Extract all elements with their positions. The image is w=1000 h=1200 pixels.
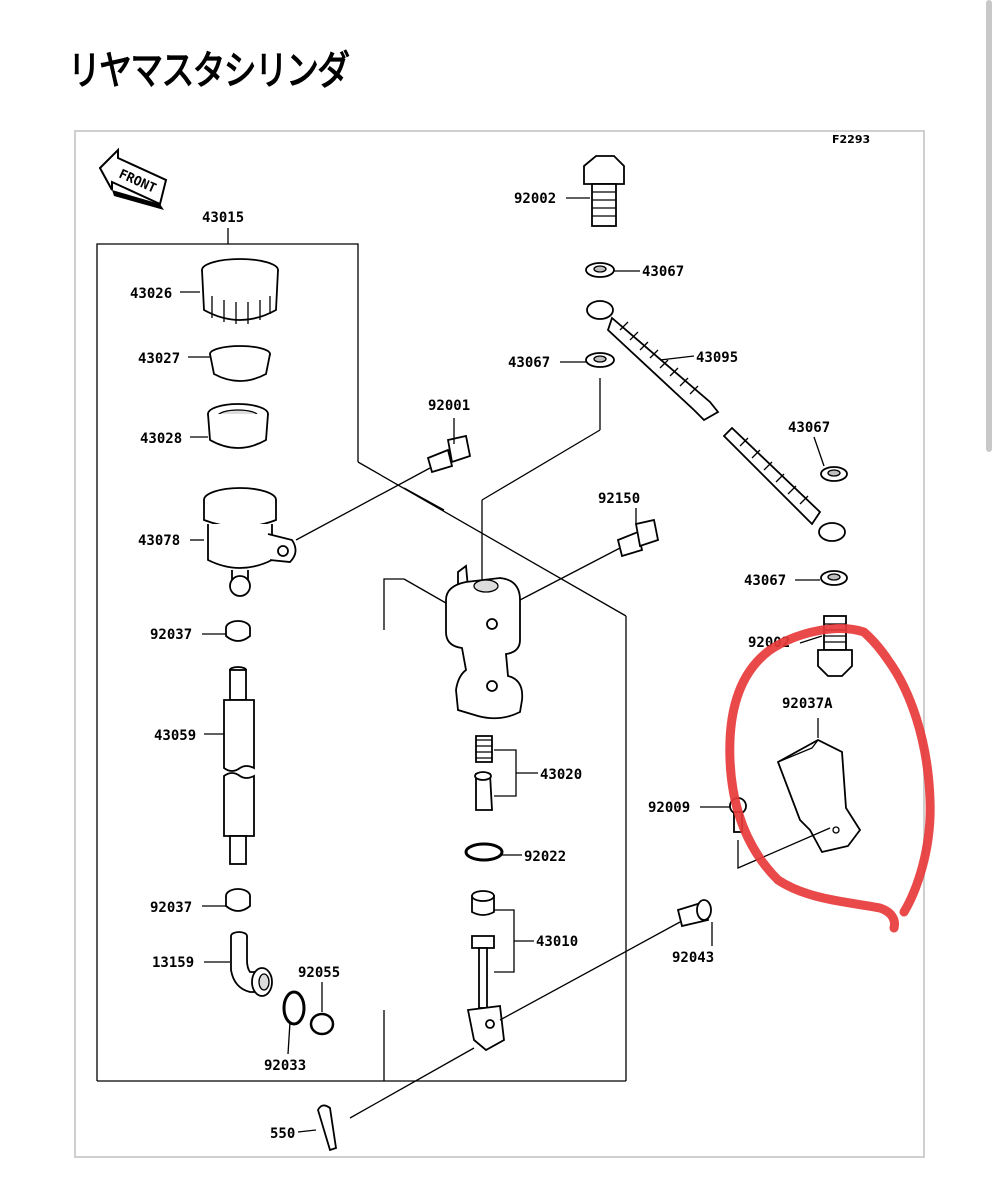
part-92002-banjo-bolt-top xyxy=(583,155,625,227)
label-43067-1: 43067 xyxy=(642,264,684,280)
part-92037-clamp-top xyxy=(225,620,251,642)
part-43067-washer-3 xyxy=(820,466,848,482)
label-43028: 43028 xyxy=(140,431,182,447)
label-550: 550 xyxy=(270,1126,295,1142)
part-43059-hose xyxy=(223,666,255,865)
label-43067-3: 43067 xyxy=(788,420,830,436)
label-43067-4: 43067 xyxy=(744,573,786,589)
label-92001: 92001 xyxy=(428,398,470,414)
label-92043: 92043 xyxy=(672,950,714,966)
label-92055: 92055 xyxy=(298,965,340,981)
label-43027: 43027 xyxy=(138,351,180,367)
label-43078: 43078 xyxy=(138,533,180,549)
label-43015: 43015 xyxy=(202,210,244,226)
label-92033: 92033 xyxy=(264,1058,306,1074)
part-43067-washer-4 xyxy=(820,570,848,586)
label-92009: 92009 xyxy=(648,800,690,816)
part-43028-plate xyxy=(207,403,269,449)
label-43026: 43026 xyxy=(130,286,172,302)
part-43095-brake-hose xyxy=(586,300,846,542)
front-arrow-icon: FRONT xyxy=(98,147,168,210)
master-cylinder-body xyxy=(445,564,524,720)
label-43059: 43059 xyxy=(154,728,196,744)
part-92150-bolt xyxy=(616,518,660,558)
label-43010: 43010 xyxy=(536,934,578,950)
part-550-cotter-pin xyxy=(317,1104,338,1152)
part-labels: 43015 43026 43027 43028 43078 92037 4305… xyxy=(130,191,833,1142)
part-92037-clamp-bottom xyxy=(225,888,251,912)
leader-lines xyxy=(180,270,825,1133)
part-43026-cap xyxy=(201,258,279,324)
part-92055-oring xyxy=(309,1012,335,1036)
label-92150: 92150 xyxy=(598,491,640,507)
part-43067-washer-1 xyxy=(585,262,615,278)
page-title: リヤマスタシリンダ xyxy=(68,48,350,94)
label-92037A: 92037A xyxy=(782,696,833,712)
figure-code: F2293 xyxy=(832,133,870,146)
part-92033-circlip xyxy=(282,990,306,1026)
label-43067-2: 43067 xyxy=(508,355,550,371)
part-43067-washer-2 xyxy=(585,352,615,368)
part-92037A-guard xyxy=(776,738,862,854)
label-43095: 43095 xyxy=(696,350,738,366)
red-highlight-annotation xyxy=(725,624,935,933)
part-43027-diaphragm xyxy=(209,345,271,382)
part-13159-elbow xyxy=(230,931,273,997)
label-92037-top: 92037 xyxy=(150,627,192,643)
part-92043-pin xyxy=(676,899,712,928)
part-92001-bolt xyxy=(426,434,472,474)
part-92022-circlip xyxy=(464,842,504,862)
part-43020-piston-parts xyxy=(474,735,493,811)
diagram-frame xyxy=(74,130,925,1158)
label-92037-bottom: 92037 xyxy=(150,900,192,916)
label-92002-top: 92002 xyxy=(514,191,556,207)
label-92022: 92022 xyxy=(524,849,566,865)
part-43010-pushrod xyxy=(466,890,505,1052)
part-43078-reservoir xyxy=(203,487,297,597)
label-43020: 43020 xyxy=(540,767,582,783)
label-13159: 13159 xyxy=(152,955,194,971)
scrollbar[interactable] xyxy=(986,0,992,452)
